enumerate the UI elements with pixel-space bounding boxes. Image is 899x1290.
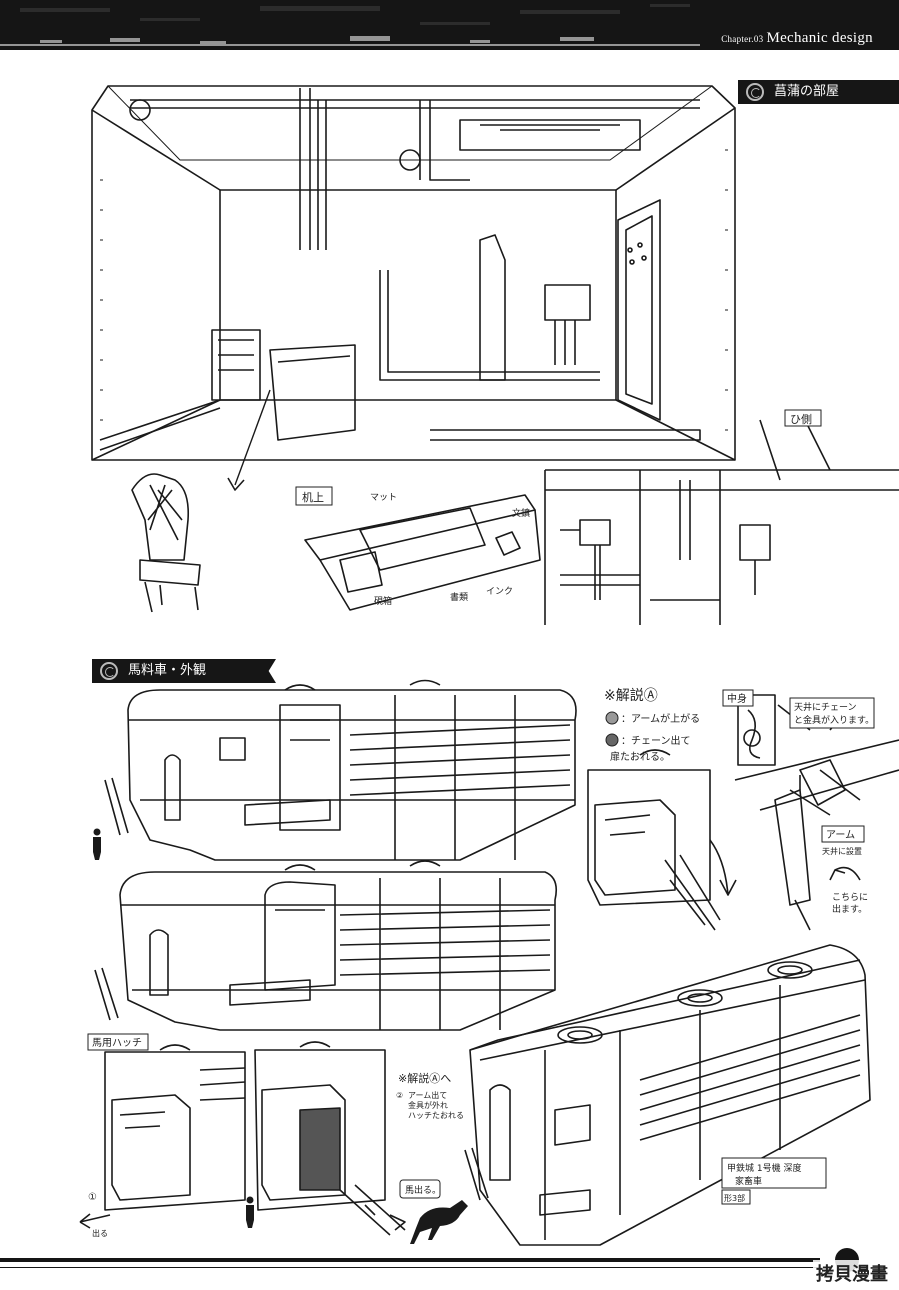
hatch-step-1: ① <box>88 1192 97 1203</box>
arm-dir-2: 出ます。 <box>832 903 867 915</box>
chain-note-2: と金具が入ります。 <box>794 714 874 726</box>
hatch-sub-1: アーム出て <box>408 1090 447 1100</box>
arm-mechanism-drawing <box>734 694 899 931</box>
desk-top-drawing <box>304 494 541 611</box>
emblem-icon <box>746 83 764 101</box>
note-down-dot <box>605 733 619 747</box>
chain-note-1: 天井にチェーン <box>794 701 857 713</box>
car-exterior-drawing-2 <box>94 860 558 1031</box>
note-up-text: ：アームが上がる <box>621 712 700 725</box>
arrow-icon <box>389 1214 406 1231</box>
label-desk-box: 硯箱 <box>374 595 392 607</box>
arm-label: アーム <box>826 829 855 841</box>
horse-out-label: 馬出る。 <box>405 1184 441 1196</box>
watermark: 拷貝漫畫 <box>813 1260 891 1286</box>
arm-dir-1: こちらに <box>832 892 868 903</box>
emblem-icon <box>100 662 118 680</box>
note-down-text-2: 扉たおれる。 <box>610 750 670 763</box>
note-up-dot <box>605 711 619 725</box>
person-silhouette <box>246 1196 254 1228</box>
person-silhouette <box>93 828 101 860</box>
spec-line-1: 甲鉄城 1号機 深度 <box>727 1162 801 1174</box>
car-tag-label: 馬料車・外観 <box>128 663 207 678</box>
spec-line-2: 家畜車 <box>735 1175 762 1187</box>
spec-line-3: 形3部 <box>724 1193 745 1203</box>
note-down-text-1: ：チェーン出て <box>621 734 691 747</box>
hatch-detail-drawing-1 <box>587 749 737 931</box>
arm-sub: 天井に設置 <box>822 846 862 856</box>
exit-label: 出る <box>92 1228 108 1238</box>
car-section-tag: 馬料車・外観 <box>92 659 276 683</box>
room-section-tag: 菖蒲の部屋 <box>738 80 899 104</box>
footer-rule-thin <box>0 1267 820 1268</box>
grunge-texture <box>0 4 700 46</box>
label-detail: 中身 <box>727 692 747 705</box>
label-desk-ink: インク <box>486 586 513 597</box>
car-exterior-drawing-1 <box>104 679 577 861</box>
chapter-label: Chapter.03 <box>721 34 764 44</box>
hatch-sub-3: ハッチたおれる <box>408 1111 464 1120</box>
note-title: ※解説Ⓐ <box>604 688 658 704</box>
label-left-wall: ひ側 <box>790 413 812 426</box>
section-title: Mechanic design <box>766 30 873 46</box>
hatch-sub-2: 金具が外れ <box>408 1100 448 1110</box>
hatch-note: ※解説Ⓐへ <box>398 1071 451 1085</box>
label-desk-paper: 書類 <box>450 591 468 603</box>
label-desk-mat: マット <box>370 493 397 503</box>
hatch-label: 馬用ハッチ <box>92 1037 142 1049</box>
hatch-step-2: ② <box>396 1091 403 1100</box>
label-desk-lamp: 文鎮 <box>512 507 530 519</box>
car-perspective-drawing <box>464 944 871 1246</box>
room-interior-drawing <box>91 85 736 491</box>
label-desk-title: 机上 <box>302 490 324 504</box>
wall-detail-drawing <box>544 409 899 625</box>
chair-drawing <box>131 473 201 613</box>
horse-silhouette <box>410 1200 468 1244</box>
room-tag-label: 菖蒲の部屋 <box>774 84 840 99</box>
footer-rule <box>0 1258 820 1262</box>
hatch-sequence-drawing <box>79 1041 406 1236</box>
